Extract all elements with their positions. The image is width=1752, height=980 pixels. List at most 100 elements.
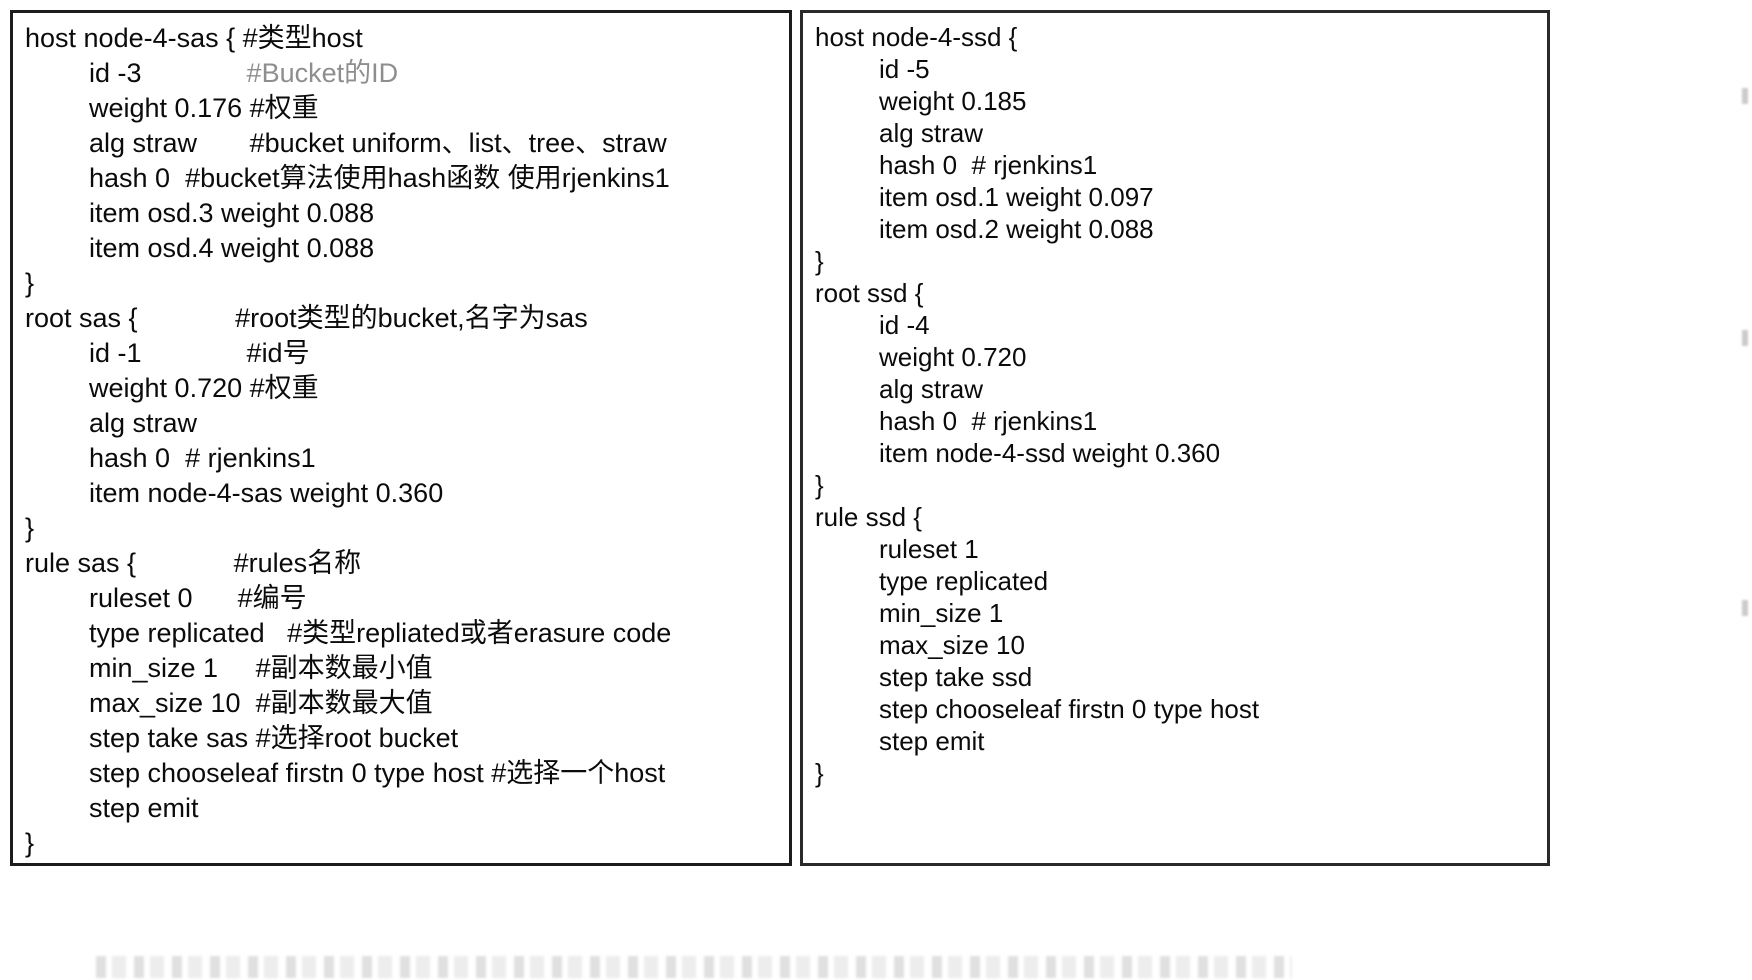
code-text: step take sas bbox=[89, 723, 256, 753]
code-text: item osd.1 weight 0.097 bbox=[879, 182, 1154, 212]
edge-artifact bbox=[1742, 88, 1748, 104]
code-text: type replicated bbox=[89, 618, 288, 648]
code-line: id -1 #id号 bbox=[25, 336, 777, 371]
code-text: step take ssd bbox=[879, 662, 1033, 692]
comment-text: #类型host bbox=[242, 23, 363, 53]
code-text: host node-4-ssd { bbox=[815, 22, 1018, 52]
code-line: weight 0.176 #权重 bbox=[25, 91, 777, 126]
code-line: item osd.1 weight 0.097 bbox=[815, 181, 1535, 213]
code-line: ruleset 0 #编号 bbox=[25, 581, 777, 616]
code-line: weight 0.720 #权重 bbox=[25, 371, 777, 406]
code-line: } bbox=[25, 266, 777, 301]
code-line: alg straw bbox=[815, 117, 1535, 149]
code-text: id -3 bbox=[89, 58, 247, 88]
code-line: } bbox=[815, 757, 1535, 789]
code-text: } bbox=[25, 828, 35, 858]
code-text: hash 0 bbox=[89, 443, 186, 473]
code-text: root ssd { bbox=[815, 278, 924, 308]
code-text: item node-4-ssd weight 0.360 bbox=[879, 438, 1221, 468]
comment-text: # rjenkins1 bbox=[971, 406, 1098, 436]
code-text: type replicated bbox=[879, 566, 1049, 596]
code-line: min_size 1 bbox=[815, 597, 1535, 629]
code-line: step emit bbox=[25, 791, 777, 826]
code-line: alg straw #bucket uniform、list、tree、stra… bbox=[25, 126, 777, 161]
comment-text: #id号 bbox=[246, 338, 310, 368]
comment-text: #副本数最小值 bbox=[255, 653, 433, 683]
code-text: step chooseleaf firstn 0 type host bbox=[879, 694, 1260, 724]
left-code-panel: host node-4-sas { #类型host id -3 #Bucket的… bbox=[10, 10, 792, 866]
code-line: max_size 10 bbox=[815, 629, 1535, 661]
code-text: max_size 10 bbox=[89, 688, 256, 718]
code-text: } bbox=[815, 470, 824, 500]
code-line: type replicated #类型repliated或者erasure co… bbox=[25, 616, 777, 651]
comment-text: #bucket算法使用hash函数 使用rjenkins1 bbox=[185, 163, 670, 193]
code-text: step emit bbox=[879, 726, 985, 756]
code-text: item osd.4 weight 0.088 bbox=[89, 233, 375, 263]
code-text: hash 0 bbox=[879, 150, 972, 180]
code-line: step chooseleaf firstn 0 type host #选择一个… bbox=[25, 756, 777, 791]
edge-artifact bbox=[1742, 600, 1748, 616]
code-text: min_size 1 bbox=[89, 653, 256, 683]
code-line: id -3 #Bucket的ID bbox=[25, 56, 777, 91]
code-text: id -5 bbox=[879, 54, 930, 84]
code-text: rule sas { bbox=[25, 548, 234, 578]
code-text: item osd.2 weight 0.088 bbox=[879, 214, 1154, 244]
code-text: } bbox=[815, 758, 824, 788]
code-line: hash 0 # rjenkins1 bbox=[815, 149, 1535, 181]
code-text: id -1 bbox=[89, 338, 247, 368]
code-text: max_size 10 bbox=[879, 630, 1025, 660]
code-text: id -4 bbox=[879, 310, 930, 340]
code-line: hash 0 # rjenkins1 bbox=[815, 405, 1535, 437]
comment-text: #root类型的bucket,名字为sas bbox=[235, 303, 588, 333]
code-text: } bbox=[815, 246, 824, 276]
code-text: root sas { bbox=[25, 303, 236, 333]
comment-text: #选择一个host bbox=[491, 758, 666, 788]
code-line: host node-4-sas { #类型host bbox=[25, 21, 777, 56]
code-line: min_size 1 #副本数最小值 bbox=[25, 651, 777, 686]
right-code-panel: host node-4-ssd { id -5 weight 0.185 alg… bbox=[800, 10, 1550, 866]
comment-text: #副本数最大值 bbox=[255, 688, 433, 718]
code-text: hash 0 bbox=[879, 406, 972, 436]
comment-text: # rjenkins1 bbox=[971, 150, 1098, 180]
code-line: item node-4-sas weight 0.360 bbox=[25, 476, 777, 511]
code-text: step emit bbox=[89, 793, 199, 823]
comment-text: #权重 bbox=[249, 93, 319, 123]
code-line: hash 0 # rjenkins1 bbox=[25, 441, 777, 476]
comment-text: #类型repliated或者erasure code bbox=[287, 618, 672, 648]
code-line: ruleset 1 bbox=[815, 533, 1535, 565]
code-line: hash 0 #bucket算法使用hash函数 使用rjenkins1 bbox=[25, 161, 777, 196]
comment-text: #Bucket的ID bbox=[246, 58, 399, 88]
code-text: ruleset 0 bbox=[89, 583, 238, 613]
code-line: step emit bbox=[815, 725, 1535, 757]
code-line: step take ssd bbox=[815, 661, 1535, 693]
code-text: weight 0.185 bbox=[879, 86, 1027, 116]
code-line: root ssd { bbox=[815, 277, 1535, 309]
code-line: item osd.4 weight 0.088 bbox=[25, 231, 777, 266]
code-line: item osd.3 weight 0.088 bbox=[25, 196, 777, 231]
code-text: item node-4-sas weight 0.360 bbox=[89, 478, 444, 508]
edge-artifact bbox=[1742, 330, 1748, 346]
code-text: step chooseleaf firstn 0 type host bbox=[89, 758, 492, 788]
comment-text: # rjenkins1 bbox=[185, 443, 316, 473]
code-line: rule ssd { bbox=[815, 501, 1535, 533]
code-line: id -5 bbox=[815, 53, 1535, 85]
code-line: } bbox=[25, 511, 777, 546]
code-text: alg straw bbox=[879, 118, 984, 148]
code-text: weight 0.720 bbox=[89, 373, 250, 403]
comment-text: #权重 bbox=[249, 373, 319, 403]
code-line: type replicated bbox=[815, 565, 1535, 597]
code-text: item osd.3 weight 0.088 bbox=[89, 198, 375, 228]
code-text: host node-4-sas { bbox=[25, 23, 243, 53]
code-text: hash 0 bbox=[89, 163, 186, 193]
code-line: alg straw bbox=[25, 406, 777, 441]
code-text: weight 0.176 bbox=[89, 93, 250, 123]
cropped-text-artifact bbox=[96, 956, 1292, 978]
code-text: alg straw bbox=[89, 408, 198, 438]
code-line: host node-4-ssd { bbox=[815, 21, 1535, 53]
code-text: alg straw bbox=[879, 374, 984, 404]
comment-text: #bucket uniform、list、tree、straw bbox=[249, 128, 667, 158]
code-line: } bbox=[815, 469, 1535, 501]
code-text: } bbox=[25, 268, 35, 298]
code-line: item osd.2 weight 0.088 bbox=[815, 213, 1535, 245]
